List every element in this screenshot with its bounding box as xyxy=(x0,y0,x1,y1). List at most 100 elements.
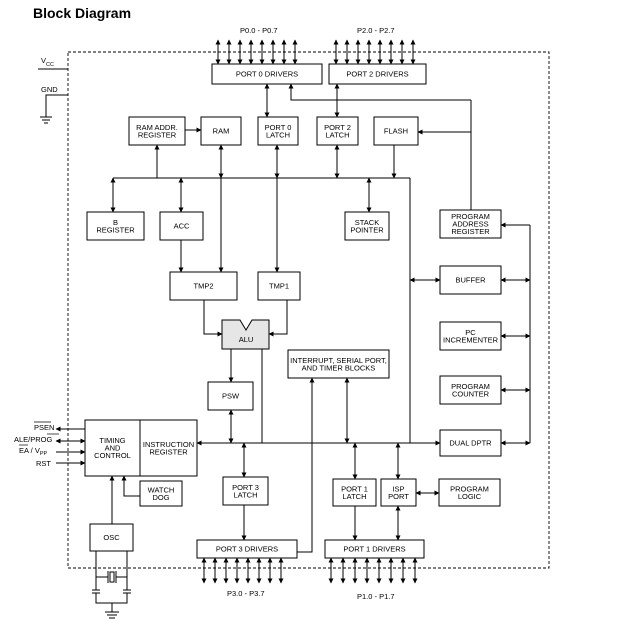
pc-incrementer-label: INCREMENTER xyxy=(443,335,499,344)
port3-drivers-block: PORT 3 DRIVERS xyxy=(196,539,298,559)
watchdog-label: DOG xyxy=(152,493,169,502)
rst-label: RST xyxy=(36,459,51,468)
acc-block: ACC xyxy=(159,211,204,241)
program-counter-label: PROGRAM xyxy=(451,382,490,391)
program-address-register-label: REGISTER xyxy=(451,227,490,236)
stack-pointer-label: POINTER xyxy=(350,225,384,234)
instruction-register-label: REGISTER xyxy=(149,447,188,456)
ram-addr-label: RAM ADDR. xyxy=(136,123,178,132)
ea-vpp-label: EA / VPP xyxy=(19,446,48,457)
port1-latch-label: LATCH xyxy=(342,492,366,501)
ram-addr-block: RAM ADDR.REGISTER xyxy=(128,116,186,146)
gnd-label: GND xyxy=(41,85,58,94)
stack-pointer-label: STACK xyxy=(355,218,379,227)
port3-bus-label: P3.0 - P3.7 xyxy=(227,589,265,598)
interrupt-label: AND TIMER BLOCKS xyxy=(302,363,376,372)
program-logic-label: LOGIC xyxy=(458,492,482,501)
program-logic-label: PROGRAM xyxy=(450,484,489,493)
chip-boundary xyxy=(67,51,550,569)
port0-drivers-label: PORT 0 DRIVERS xyxy=(236,70,298,79)
port0-bus-label: P0.0 - P0.7 xyxy=(240,26,278,35)
buffer-label: BUFFER xyxy=(456,276,487,285)
port2-pin-arrows xyxy=(333,39,416,65)
buffer-block: BUFFER xyxy=(439,265,502,295)
port3-latch-label: PORT 3 xyxy=(232,483,259,492)
internal-buses xyxy=(109,83,531,553)
port0-latch-label: PORT 0 xyxy=(265,123,292,132)
port2-bus-label: P2.0 - P2.7 xyxy=(357,26,395,35)
ale-prog-label: ALE/PROG xyxy=(14,435,53,444)
port0-pin-arrows xyxy=(215,39,298,65)
crystal-circuit xyxy=(92,551,131,619)
ram-addr-label: REGISTER xyxy=(138,130,177,139)
port1-latch-label: PORT 1 xyxy=(341,484,368,493)
vcc-label: VCC xyxy=(41,56,54,68)
psw-label: PSW xyxy=(222,392,240,401)
alu-label: ALU xyxy=(239,335,254,344)
pc-incrementer-label: PC xyxy=(465,328,476,337)
gnd-line xyxy=(45,94,68,117)
port3-pin-arrows xyxy=(201,557,284,584)
alu-block: ALU xyxy=(221,319,270,350)
interrupt-block: INTERRUPT, SERIAL PORT,AND TIMER BLOCKS xyxy=(287,349,390,379)
port1-bus-label: P1.0 - P1.7 xyxy=(357,592,395,601)
acc-label: ACC xyxy=(174,222,190,231)
tmp1-label: TMP1 xyxy=(269,282,289,291)
timing-control-label: AND xyxy=(105,444,121,453)
isp-port-label: ISP xyxy=(392,484,404,493)
interrupt-label: INTERRUPT, SERIAL PORT, xyxy=(290,356,387,365)
port2-drivers-label: PORT 2 DRIVERS xyxy=(346,70,408,79)
b-register-label: REGISTER xyxy=(96,225,135,234)
b-register-label: B xyxy=(113,218,118,227)
flash-label: FLASH xyxy=(384,127,408,136)
port2-latch-label: PORT 2 xyxy=(324,123,351,132)
dual-dptr-label: DUAL DPTR xyxy=(449,439,492,448)
port0-latch-label: LATCH xyxy=(266,130,290,139)
osc-label: OSC xyxy=(103,533,120,542)
dual-dptr-block: DUAL DPTR xyxy=(439,429,502,457)
tmp2-label: TMP2 xyxy=(193,282,213,291)
diagram-title: Block Diagram xyxy=(33,5,131,21)
port2-latch-label: LATCH xyxy=(325,130,349,139)
program-address-register-label: PROGRAM xyxy=(451,212,490,221)
timing-control-label: CONTROL xyxy=(94,451,131,460)
port3-drivers-label: PORT 3 DRIVERS xyxy=(216,545,278,554)
program-address-register-label: ADDRESS xyxy=(452,220,488,229)
control-pins xyxy=(19,421,86,466)
port1-pin-arrows xyxy=(328,557,418,584)
port2-drivers-block: PORT 2 DRIVERS xyxy=(328,63,427,85)
ram-label: RAM xyxy=(213,127,230,136)
ram-block: RAM xyxy=(200,116,242,146)
port1-drivers-block: PORT 1 DRIVERS xyxy=(324,539,425,559)
port3-latch-label: LATCH xyxy=(233,490,257,499)
program-counter-label: COUNTER xyxy=(452,389,490,398)
osc-block: OSC xyxy=(89,523,134,552)
port0-drivers-block: PORT 0 DRIVERS xyxy=(211,63,323,85)
tmp2-block: TMP2 xyxy=(169,271,238,301)
ground-symbol-left xyxy=(40,116,52,124)
psw-block: PSW xyxy=(207,381,254,411)
port1-drivers-label: PORT 1 DRIVERS xyxy=(343,545,405,554)
flash-block: FLASH xyxy=(373,116,419,146)
timing-control-label: TIMING xyxy=(99,436,125,445)
watchdog-label: WATCH xyxy=(148,485,175,494)
psen-label: PSEN xyxy=(34,423,54,432)
instruction-register-label: INSTRUCTION xyxy=(143,440,194,449)
